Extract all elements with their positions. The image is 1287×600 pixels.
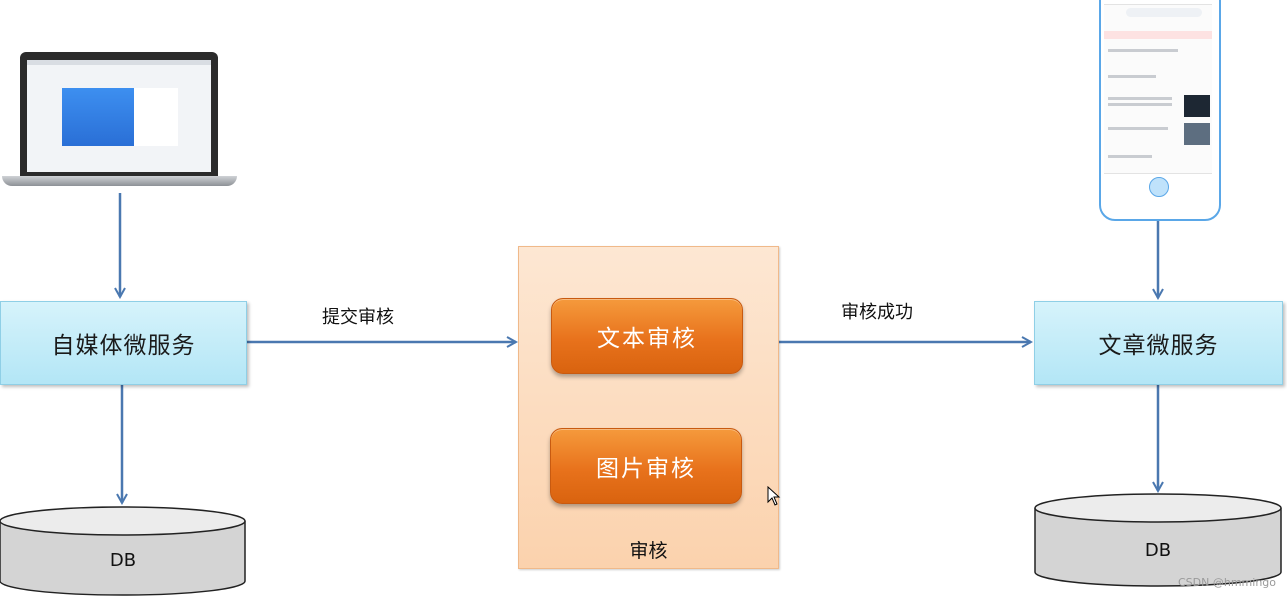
image-review-label: 图片审核 — [596, 456, 696, 482]
media-microservice-box: 自媒体微服务 — [0, 301, 247, 385]
audit-panel-label: 审核 — [629, 540, 668, 562]
phone-banner — [1104, 31, 1212, 39]
phone-list-line — [1108, 75, 1156, 78]
text-review-label: 文本审核 — [597, 326, 697, 352]
laptop-screen — [20, 52, 218, 176]
mouse-cursor-icon — [767, 486, 781, 506]
audit-panel: 文本审核 图片审核 审核 — [518, 246, 779, 569]
laptop-login-illustration — [62, 88, 134, 146]
phone-home-button — [1149, 177, 1169, 197]
phone-thumbnail — [1184, 123, 1210, 145]
phone-list-line — [1108, 103, 1172, 106]
phone-list-line — [1108, 155, 1152, 158]
text-review-box: 文本审核 — [551, 298, 743, 374]
db-right-label: DB — [1144, 540, 1172, 561]
phone-list-line — [1108, 127, 1168, 130]
watermark: CSDN @hmmingo — [1178, 576, 1277, 589]
submit-review-label: 提交审核 — [322, 307, 394, 328]
phone-screen — [1104, 4, 1212, 174]
laptop-base — [2, 176, 237, 186]
laptop-display — [27, 60, 211, 172]
phone-list-line — [1108, 97, 1172, 100]
db-left-label: DB — [109, 550, 137, 571]
phone-list-line — [1108, 49, 1178, 52]
media-microservice-label: 自媒体微服务 — [51, 333, 196, 359]
article-microservice-label: 文章微服务 — [1098, 333, 1219, 359]
image-review-box: 图片审核 — [550, 428, 742, 504]
phone-client-image — [1099, 0, 1221, 221]
db-right-cylinder — [1034, 493, 1282, 587]
phone-search-bar — [1126, 8, 1202, 17]
article-microservice-box: 文章微服务 — [1034, 301, 1283, 385]
review-success-label: 审核成功 — [841, 302, 913, 323]
laptop-login-form — [134, 88, 178, 146]
phone-thumbnail — [1184, 95, 1210, 117]
laptop-browser-bar — [27, 60, 211, 65]
db-left-cylinder — [0, 506, 246, 596]
